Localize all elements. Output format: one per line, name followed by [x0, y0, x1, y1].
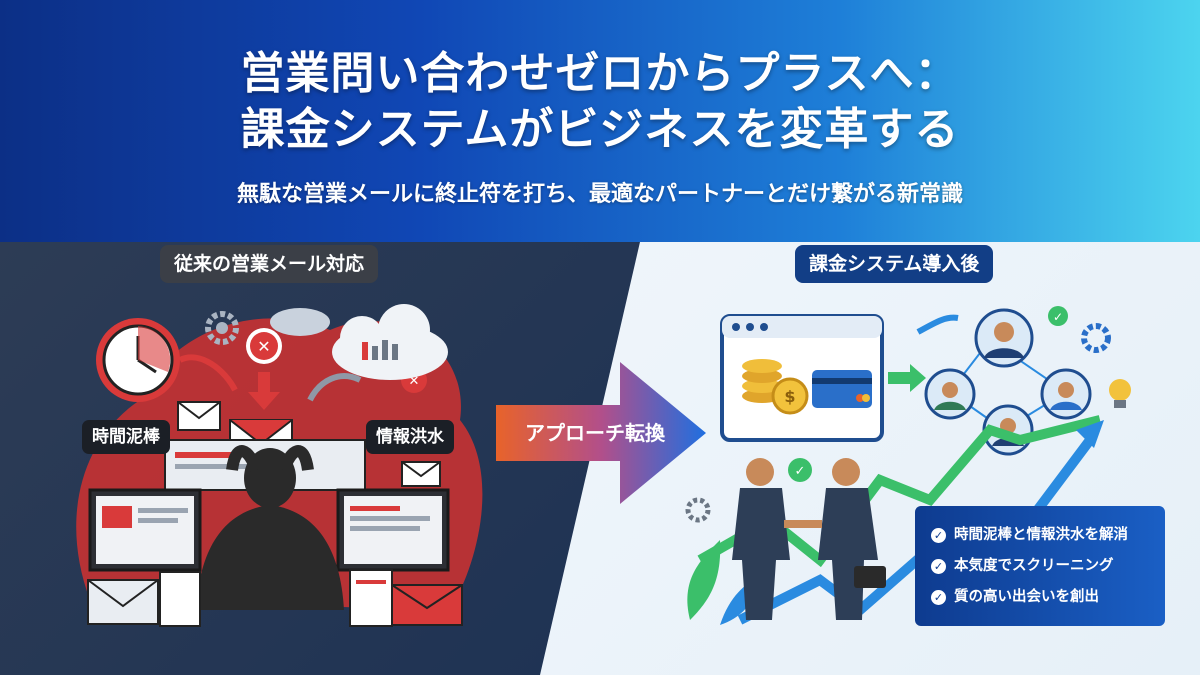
lightbulb-icon — [1109, 379, 1131, 408]
briefcase-icon — [854, 566, 886, 588]
businessperson-icon — [732, 458, 790, 620]
gear-icon — [685, 497, 711, 523]
down-arrow-icon — [248, 372, 280, 410]
curved-arrow-icon — [178, 354, 238, 392]
partner-avatar-icon — [924, 368, 976, 420]
transition-label: アプローチ転換 — [525, 421, 665, 445]
benefit-item: ✓ 時間泥棒と情報洪水を解消 — [931, 522, 1128, 548]
payment-window-icon — [720, 314, 884, 442]
subtitle: 無駄な営業メールに終止符を打ち、最適なパートナーとだけ繋がる新常識 — [236, 182, 963, 207]
tag-info-flood: 情報洪水 — [366, 420, 454, 454]
benefit-text: 質の高い出会いを創出 — [954, 589, 1099, 605]
check-icon: ✓ — [931, 527, 946, 543]
envelope-icon — [391, 584, 463, 626]
svg-text:✕: ✕ — [409, 374, 420, 389]
clock-icon — [96, 318, 180, 402]
benefit-item: ✓ 質の高い出会いを創出 — [931, 584, 1099, 610]
benefits-box: ✓ 時間泥棒と情報洪水を解消 ✓ 本気度でスクリーニング ✓ 質の高い出会いを創出 — [915, 506, 1165, 626]
title-line-1: 営業問い合わせゼロからプラスへ： — [240, 48, 960, 99]
header-banner — [0, 0, 1200, 242]
monitor-icon — [88, 488, 202, 572]
error-badge-icon: ✕ — [246, 328, 282, 364]
partner-avatar-icon — [974, 308, 1034, 368]
check-icon: ✓ — [931, 558, 946, 574]
right-heading: 課金システム導入後 — [795, 245, 994, 283]
cloud-icon — [332, 304, 448, 380]
check-badge-icon: ✓ — [788, 458, 812, 482]
check-icon: ✓ — [931, 589, 946, 605]
title-line-2: 課金システムがビジネスを変革する — [240, 104, 960, 155]
envelope-icon — [177, 401, 221, 431]
document-stack-icon — [159, 569, 393, 627]
partner-avatar-icon — [1040, 368, 1092, 420]
check-badge-icon: ✓ — [1048, 306, 1068, 326]
gear-icon — [205, 311, 239, 345]
benefit-text: 時間泥棒と情報洪水を解消 — [954, 527, 1128, 543]
benefit-text: 本気度でスクリーニング — [954, 558, 1114, 574]
credit-card-icon — [812, 370, 872, 408]
envelope-icon — [401, 461, 441, 487]
transition-arrow-shape — [496, 362, 706, 504]
currency-symbol: $ — [784, 387, 795, 406]
envelope-icon — [87, 579, 159, 625]
gear-icon — [1081, 323, 1111, 353]
curved-arrow-icon — [307, 373, 362, 402]
handshake-icon — [784, 520, 822, 528]
tag-time-thief: 時間泥棒 — [82, 420, 170, 454]
svg-text:✓: ✓ — [795, 464, 806, 479]
coin-stack-icon: $ — [742, 359, 809, 415]
left-heading: 従来の営業メール対応 — [160, 245, 379, 283]
right-arrow-icon — [888, 364, 926, 392]
svg-text:✕: ✕ — [257, 337, 270, 356]
cloud-icon — [270, 308, 330, 336]
curved-arrow-icon — [916, 314, 959, 335]
stressed-person-icon — [196, 445, 344, 610]
svg-text:✓: ✓ — [1053, 310, 1063, 324]
leaf-icon — [687, 540, 721, 620]
benefit-item: ✓ 本気度でスクリーニング — [931, 553, 1114, 579]
